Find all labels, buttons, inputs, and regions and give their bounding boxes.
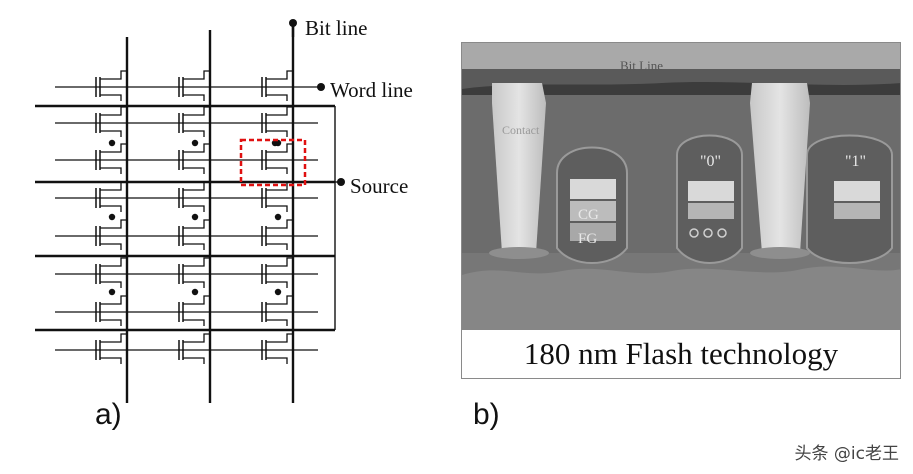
sem-state-0-label: "0"	[700, 153, 722, 170]
cell-drain	[100, 143, 127, 153]
cell-drain	[100, 219, 127, 229]
nor-flash-array-schematic	[35, 19, 345, 403]
bit-contact-dot	[191, 213, 199, 221]
sem-fg-label: FG	[578, 231, 598, 247]
bit-line-label: Bit line	[305, 16, 368, 40]
cell-drain	[266, 333, 293, 343]
cell-source	[100, 167, 122, 174]
cell-drain	[183, 219, 210, 229]
sem-bit-line-label: Bit Line	[620, 58, 663, 73]
cell-drain	[183, 181, 210, 191]
bit-contact-dot	[108, 139, 116, 147]
sem-contact-label: Contact	[502, 123, 540, 137]
cell-drain	[183, 333, 210, 343]
bit-contact-dot	[108, 288, 116, 296]
cell-drain	[266, 219, 293, 229]
cell-source	[266, 205, 288, 212]
cell-source	[183, 243, 205, 250]
cell-drain	[183, 143, 210, 153]
cell-source	[183, 94, 205, 101]
cell-drain	[266, 143, 293, 153]
cell-source	[266, 357, 288, 364]
cell-source	[183, 205, 205, 212]
panel-b-label: b)	[473, 398, 500, 431]
sem-cross-section-image: Bit Line Contact "0" "1" CG FG 180 nm Fl…	[461, 42, 901, 379]
cell-source	[183, 319, 205, 326]
cell-source	[100, 243, 122, 250]
highlighted-cell-box	[239, 138, 307, 187]
cell-drain	[266, 181, 293, 191]
cell-source	[266, 94, 288, 101]
cell-source	[266, 281, 288, 288]
cell-source	[100, 281, 122, 288]
cell-source	[183, 167, 205, 174]
cell-source	[100, 357, 122, 364]
bit-contact-dot	[191, 288, 199, 296]
cell-drain	[100, 257, 127, 267]
cell-drain	[100, 181, 127, 191]
cell-drain	[100, 333, 127, 343]
cell-drain	[100, 70, 127, 80]
sem-caption: 180 nm Flash technology	[462, 330, 900, 378]
cell-source	[266, 167, 288, 174]
panel-a-label: a)	[95, 398, 122, 431]
sem-cg-label: CG	[578, 207, 599, 223]
cell-source	[183, 357, 205, 364]
cell-drain	[266, 70, 293, 80]
cell-drain	[183, 295, 210, 305]
cell-source	[266, 130, 288, 137]
cell-source	[183, 281, 205, 288]
source-label: Source	[350, 174, 409, 198]
source-terminal-dot	[337, 178, 345, 186]
word-line-label: Word line	[330, 78, 413, 102]
cell-drain	[183, 257, 210, 267]
cell-source	[100, 205, 122, 212]
bit-contact-dot	[191, 139, 199, 147]
contact-dots	[108, 19, 345, 296]
cell-drain	[266, 106, 293, 116]
cell-source	[100, 94, 122, 101]
word-line-terminal-dot	[317, 83, 325, 91]
cell-source	[100, 319, 122, 326]
watermark: 头条 @ic老王	[794, 444, 899, 464]
cell-drain	[100, 295, 127, 305]
sem-state-1-label: "1"	[845, 153, 867, 170]
cell-drain	[183, 70, 210, 80]
array-grid	[35, 24, 341, 403]
cell-source	[183, 130, 205, 137]
cell-source	[266, 319, 288, 326]
cell-source	[266, 243, 288, 250]
bit-contact-dot	[271, 139, 279, 147]
cell-source	[100, 130, 122, 137]
bit-contact-dot	[274, 213, 282, 221]
bit-contact-dot	[108, 213, 116, 221]
cell-transistors	[95, 70, 293, 364]
bit-contact-dot	[274, 288, 282, 296]
cell-drain	[266, 295, 293, 305]
cell-drain	[183, 106, 210, 116]
cell-drain	[266, 257, 293, 267]
cell-drain	[100, 106, 127, 116]
bit-line-terminal-dot	[289, 19, 297, 27]
